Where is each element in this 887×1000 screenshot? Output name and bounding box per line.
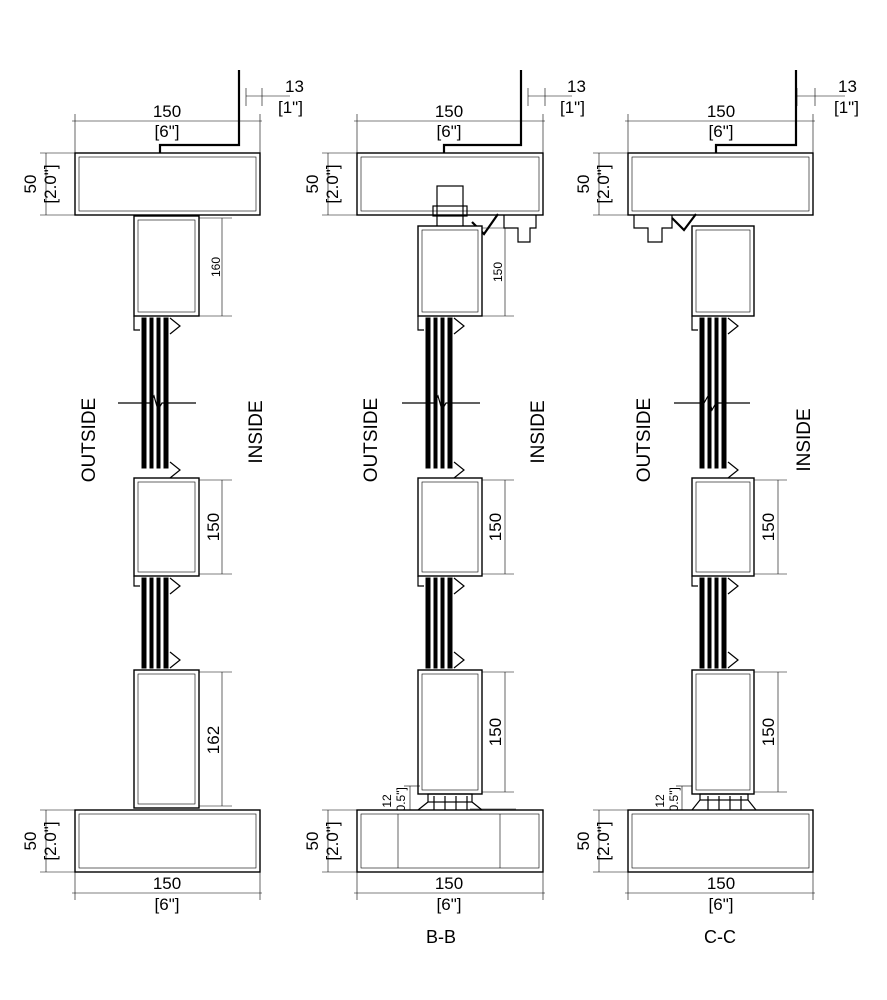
middle-mullion-dim: 150 [486,513,505,541]
flange-mm-label: 13 [285,77,304,96]
upper-mullion [417,225,483,317]
shim-in-label: [0.5"] [394,787,408,815]
sill-height-in-label: [2.0"] [594,821,613,860]
glazing-lower [417,576,465,669]
lower-mullion-dim: 150 [759,718,778,746]
sill-height-in-label: [2.0"] [323,821,342,860]
section-a: 13 [1"] 150 [6"] 50 [2.0"] 160 [21,70,304,914]
upper-mullion [133,215,200,317]
sill-height-mm-label: 50 [574,832,593,851]
inside-label: INSIDE [794,408,815,471]
head-width-dimension: 150 [6"] [625,102,815,153]
glazing-upper [417,316,465,479]
head-height-in-label: [2.0"] [323,164,342,203]
head-flange [442,70,523,153]
sill-width-in-label: [6"] [709,895,734,914]
glazing-upper [691,316,739,479]
sill-height-mm-label: 50 [21,832,40,851]
middle-mullion-dim: 150 [204,513,223,541]
flange-in-label: [1"] [560,98,585,117]
glazing-lower [691,576,739,669]
section-caption: B-B [426,927,456,947]
shim-in-label: [0.5"] [667,787,681,815]
seal-gasket [671,213,697,232]
flange-in-label: [1"] [834,98,859,117]
head-height-mm-label: 50 [574,175,593,194]
upper-mullion-dim: 160 [209,257,223,277]
outside-label: OUTSIDE [634,398,655,482]
sill-frame [74,809,261,873]
lower-mullion-dim: 162 [204,726,223,754]
flange-mm-label: 13 [567,77,586,96]
sill-anchor [417,793,516,812]
shim-mm-label: 12 [653,794,667,808]
flange-in-label: [1"] [278,98,303,117]
head-frame [356,152,544,216]
head-height-mm-label: 50 [21,175,40,194]
upper-mullion-dim: 150 [491,262,505,282]
outside-label: OUTSIDE [361,398,382,482]
receptor-channel [633,215,673,243]
receptor-channel [503,215,537,243]
head-frame [74,152,261,216]
break-line [402,394,480,412]
sill-anchor [691,793,757,812]
lower-mullion-dim: 150 [486,718,505,746]
flange-mm-label: 13 [838,77,857,96]
head-frame [627,152,814,216]
lower-mullion [417,669,483,795]
glazing-upper [133,316,181,479]
sill-height-in-label: [2.0"] [41,821,60,860]
sill-width-in-label: [6"] [437,895,462,914]
sill-frame [627,809,814,873]
head-width-in-label: [6"] [437,122,462,141]
middle-mullion-dim: 150 [759,513,778,541]
upper-mullion [691,225,755,317]
head-width-mm-label: 150 [153,102,181,121]
head-height-mm-label: 50 [303,175,322,194]
section-c-c: 13 [1"] 150 [6"] 50 [2.0"] [574,70,859,947]
middle-mullion [691,477,755,577]
sill-frame [356,809,544,873]
outside-label: OUTSIDE [79,398,100,482]
sill-width-in-label: [6"] [155,895,180,914]
break-line [118,394,196,412]
sill-width-mm-label: 150 [435,874,463,893]
head-width-in-label: [6"] [709,122,734,141]
head-height-in-label: [2.0"] [41,164,60,203]
head-width-mm-label: 150 [707,102,735,121]
middle-mullion [133,477,200,577]
flange-dimension: 13 [1"] [245,77,304,117]
flange-dimension: 13 [1"] [527,77,586,117]
head-width-mm-label: 150 [435,102,463,121]
inside-label: INSIDE [246,400,267,463]
head-width-dimension: 150 [6"] [354,102,545,153]
sill-width-mm-label: 150 [153,874,181,893]
glazing-lower [133,576,181,669]
lower-mullion [691,669,755,795]
middle-mullion [417,477,483,577]
break-line [674,394,750,412]
head-flange [158,70,241,153]
sill-width-mm-label: 150 [707,874,735,893]
head-width-dimension: 150 [6"] [72,102,262,153]
head-width-in-label: [6"] [155,122,180,141]
shim-mm-label: 12 [380,794,394,808]
head-flange [714,70,798,153]
section-b-b: 13 [1"] 150 [6"] 50 [2.0"] 150 [303,70,586,947]
section-caption: C-C [704,927,736,947]
flange-dimension: 13 [1"] [796,77,859,117]
head-height-in-label: [2.0"] [594,164,613,203]
lower-mullion [133,669,200,809]
sill-height-mm-label: 50 [303,832,322,851]
inside-label: INSIDE [528,400,549,463]
